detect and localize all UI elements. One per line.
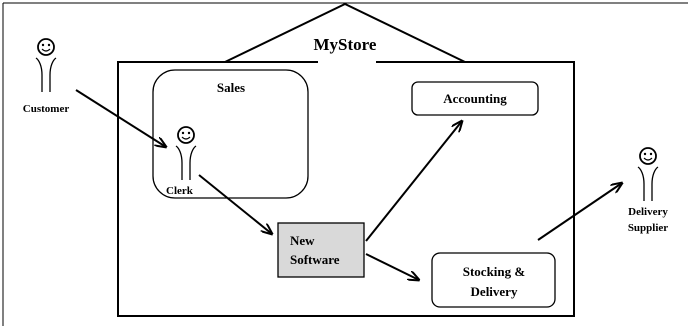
store-roof — [224, 2, 466, 63]
supplier-label-line1: Delivery — [628, 206, 668, 218]
arrow-customer-to-clerk — [75, 89, 166, 147]
sales-label: Sales — [217, 80, 245, 95]
stocking-label-line2: Delivery — [471, 284, 518, 299]
arrow-clerk-to-new-software — [198, 174, 272, 234]
arrow-stocking-to-supplier — [537, 183, 622, 241]
stocking-label-line1: Stocking & — [463, 264, 526, 279]
store-title: MyStore — [314, 35, 377, 54]
delivery-supplier-actor-icon — [637, 147, 659, 201]
arrow-new-software-to-stocking — [365, 253, 419, 280]
accounting-box — [411, 81, 539, 116]
customer-label: Customer — [23, 103, 70, 115]
store-building — [117, 61, 575, 317]
accounting-label: Accounting — [443, 91, 507, 106]
clerk-label: Clerk — [166, 185, 194, 197]
customer-actor-icon — [35, 38, 57, 92]
new-software-label-line2: Software — [290, 252, 340, 267]
clerk-actor-icon — [175, 126, 197, 180]
sales-container — [152, 69, 309, 199]
new-software-box — [277, 222, 365, 278]
arrow-new-software-to-accounting — [365, 121, 462, 242]
stocking-delivery-box — [431, 252, 556, 308]
supplier-label-line2: Supplier — [628, 222, 668, 234]
new-software-label-line1: New — [290, 233, 315, 248]
